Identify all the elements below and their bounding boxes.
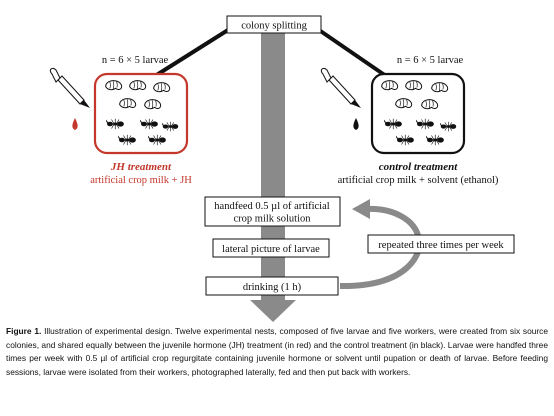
- jh-treatment-title: JH treatment: [110, 161, 172, 173]
- handfeed-label-line2: crop milk solution: [234, 214, 312, 225]
- repeat-label: repeated three times per week: [378, 240, 504, 251]
- flow-arrow-shaft: [261, 24, 285, 304]
- control-pipette-icon: [320, 67, 361, 108]
- figure-caption: Figure 1. Illustration of experimental d…: [6, 325, 548, 379]
- colony-splitting-label: colony splitting: [241, 21, 307, 32]
- right-sample-size: n = 6 × 5 larvae: [397, 55, 464, 66]
- control-treatment-subtitle: artificial crop milk + solvent (ethanol): [338, 175, 499, 186]
- handfeed-box: [204, 196, 341, 227]
- repeat-loop-arrowhead: [352, 199, 370, 219]
- drinking-label: drinking (1 h): [243, 282, 302, 293]
- control-nest-box: [370, 72, 466, 155]
- lateral-picture-box: [212, 238, 330, 258]
- handfeed-label-line1: handfeed 0.5 µl of artificial: [214, 201, 329, 212]
- branch-line-left: [153, 28, 230, 78]
- figure-caption-label: Figure 1.: [6, 326, 42, 336]
- repeat-box: [367, 234, 515, 254]
- flow-arrow-head: [250, 300, 296, 322]
- left-sample-size: n = 6 × 5 larvae: [102, 55, 169, 66]
- jh-drop-icon: [72, 118, 78, 130]
- jh-pipette-icon: [49, 67, 90, 108]
- control-treatment-title: control treatment: [379, 161, 458, 173]
- colony-splitting-box: [226, 15, 322, 34]
- lateral-picture-label: lateral picture of larvae: [222, 244, 320, 255]
- jh-nest-box: [93, 72, 189, 155]
- control-drop-icon: [353, 118, 359, 130]
- figure-caption-text: Illustration of experimental design. Twe…: [6, 326, 549, 377]
- branch-line-right: [317, 28, 388, 78]
- drinking-box: [205, 276, 339, 296]
- jh-treatment-subtitle: artificial crop milk + JH: [90, 175, 192, 186]
